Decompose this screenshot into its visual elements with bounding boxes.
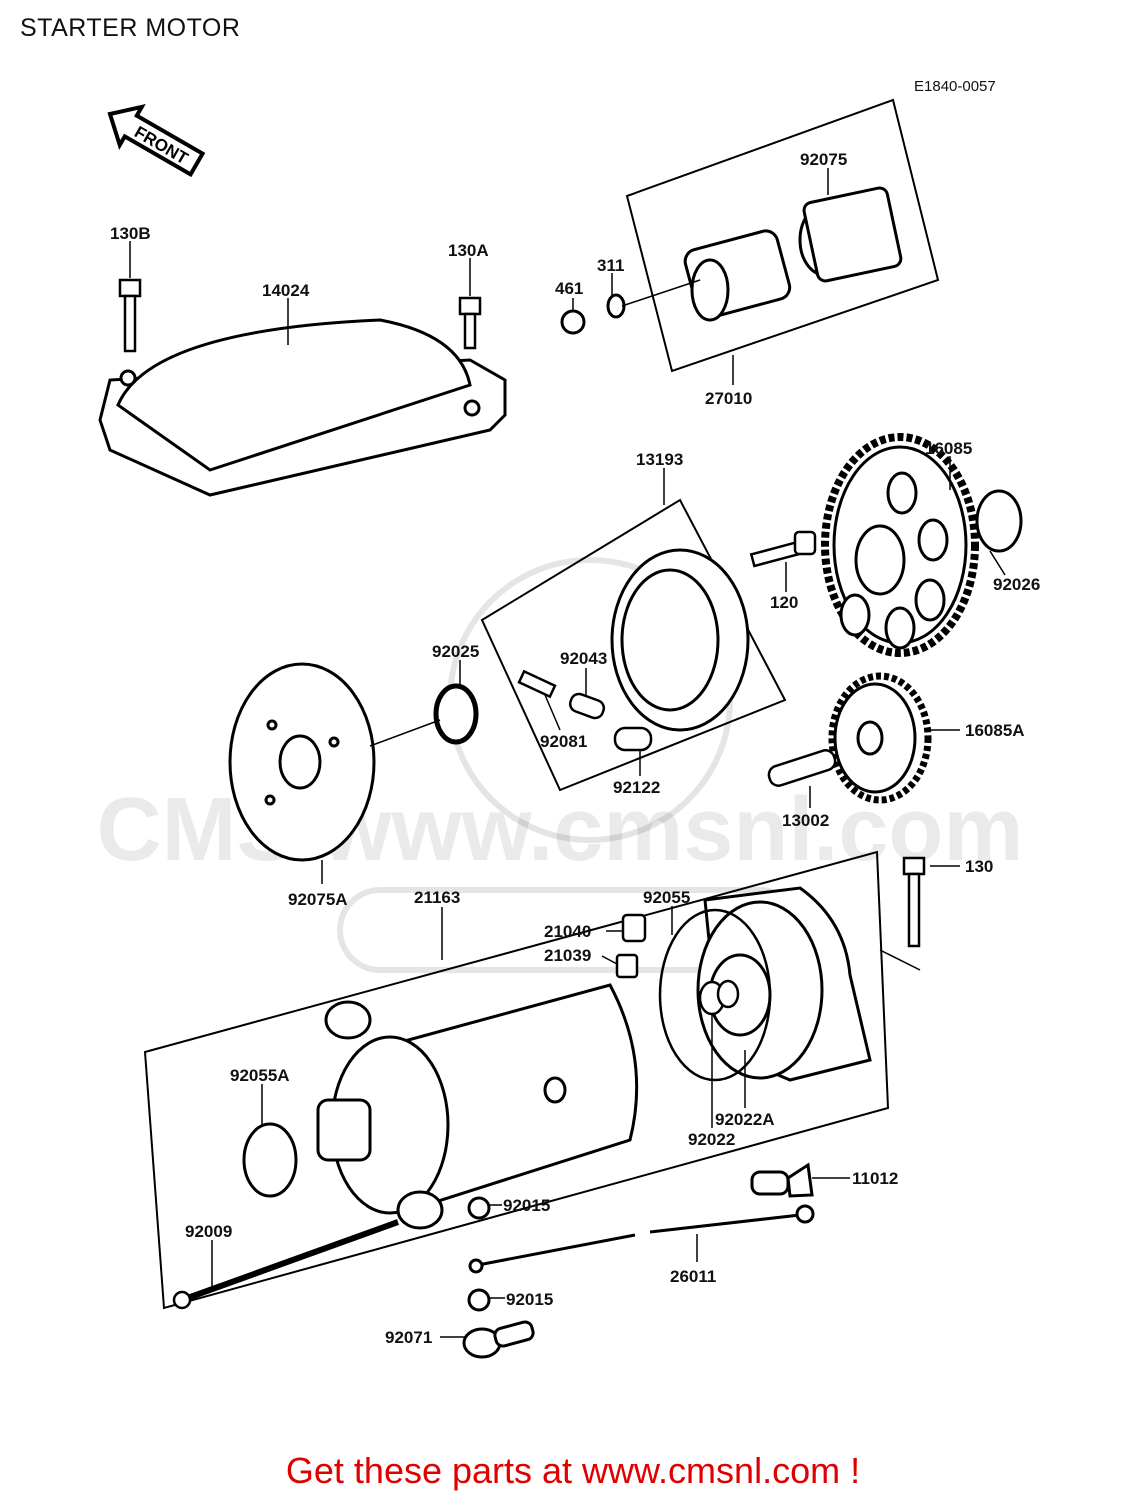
front-arrow-icon: FRONT xyxy=(107,104,206,178)
part-label-16085a: 16085A xyxy=(965,721,1025,740)
part-label-92025: 92025 xyxy=(432,642,479,661)
spring-92081-part xyxy=(517,669,557,699)
cap-11012-part xyxy=(750,1162,814,1198)
part-label-130: 130 xyxy=(965,857,993,876)
nut-92015-lower-part xyxy=(467,1288,491,1312)
brush-21040-part xyxy=(621,913,647,943)
page-title: STARTER MOTOR xyxy=(20,14,241,42)
part-label-27010: 27010 xyxy=(705,389,752,408)
starter-motor-part xyxy=(316,983,639,1230)
part-label-92026: 92026 xyxy=(993,575,1040,594)
oring-92055-part xyxy=(658,908,772,1082)
part-label-130b: 130B xyxy=(110,224,151,243)
cap-92071-part xyxy=(462,1320,535,1359)
clutch-frame xyxy=(480,498,787,792)
part-label-92015-upper: 92015 xyxy=(503,1196,550,1215)
leader-lines xyxy=(129,168,1006,1338)
part-label-92043: 92043 xyxy=(560,649,607,668)
part-label-92055a: 92055A xyxy=(230,1066,290,1085)
part-label-92009: 92009 xyxy=(185,1222,232,1241)
washer-92022-part xyxy=(698,979,740,1016)
part-label-21163: 21163 xyxy=(414,888,460,907)
part-label-11012: 11012 xyxy=(852,1169,898,1188)
pin-92043-part xyxy=(568,692,606,720)
washer-311-part xyxy=(606,293,626,319)
part-label-14024: 14024 xyxy=(262,281,310,300)
part-label-13002: 13002 xyxy=(782,811,829,830)
part-label-16085: 16085 xyxy=(925,439,972,458)
bolt-130-part xyxy=(902,856,926,948)
part-label-21039: 21039 xyxy=(544,946,591,965)
bolt-130b-part xyxy=(118,278,142,353)
brush-21039-part xyxy=(615,953,639,979)
bolt-130a-part xyxy=(458,296,482,350)
relay-cover-92075-part xyxy=(798,186,903,283)
roller-92122-part xyxy=(613,726,653,752)
part-label-92022: 92022 xyxy=(688,1130,735,1149)
oring-92055a-part xyxy=(242,1122,298,1198)
washer-92026-part xyxy=(975,489,1023,553)
part-label-311: 311 xyxy=(597,256,624,275)
starter-cover-part xyxy=(98,318,507,497)
starter-relay-part xyxy=(683,229,792,322)
gear-16085-part xyxy=(821,433,979,657)
exploded-parts-diagram: CMS www.cmsnl.com FRONT xyxy=(97,98,1040,1359)
bolt-92009-part xyxy=(172,1219,400,1310)
shaft-13002-part xyxy=(767,749,837,787)
plate-92075a-part xyxy=(228,662,376,862)
part-label-21040: 21040 xyxy=(544,922,591,941)
part-label-92075a: 92075A xyxy=(288,890,348,909)
part-label-92022a: 92022A xyxy=(715,1110,775,1129)
washer-92025-part xyxy=(433,683,479,745)
nut-92015-upper-part xyxy=(467,1196,491,1220)
cable-26011-part xyxy=(468,1204,815,1274)
bolt-120-part xyxy=(749,530,817,568)
gear-16085a-part xyxy=(828,672,932,804)
part-label-92071: 92071 xyxy=(385,1328,432,1347)
part-label-130a: 130A xyxy=(448,241,489,260)
part-label-92075: 92075 xyxy=(800,150,847,169)
part-label-461: 461 xyxy=(555,279,583,298)
relay-frame xyxy=(625,98,940,373)
part-label-92015-lower: 92015 xyxy=(506,1290,553,1309)
diagram-code: E1840-0057 xyxy=(914,78,996,95)
motor-end-cover-part xyxy=(696,886,872,1082)
part-label-92055: 92055 xyxy=(643,888,690,907)
part-label-92122: 92122 xyxy=(613,778,660,797)
footer-link[interactable]: Get these parts at www.cmsnl.com ! xyxy=(285,1450,861,1491)
nut-461-part xyxy=(560,309,586,335)
starter-clutch-13193-part xyxy=(610,548,750,732)
part-label-26011: 26011 xyxy=(670,1267,716,1286)
part-label-92081: 92081 xyxy=(540,732,587,751)
part-label-13193: 13193 xyxy=(636,450,683,469)
part-label-120: 120 xyxy=(770,593,798,612)
